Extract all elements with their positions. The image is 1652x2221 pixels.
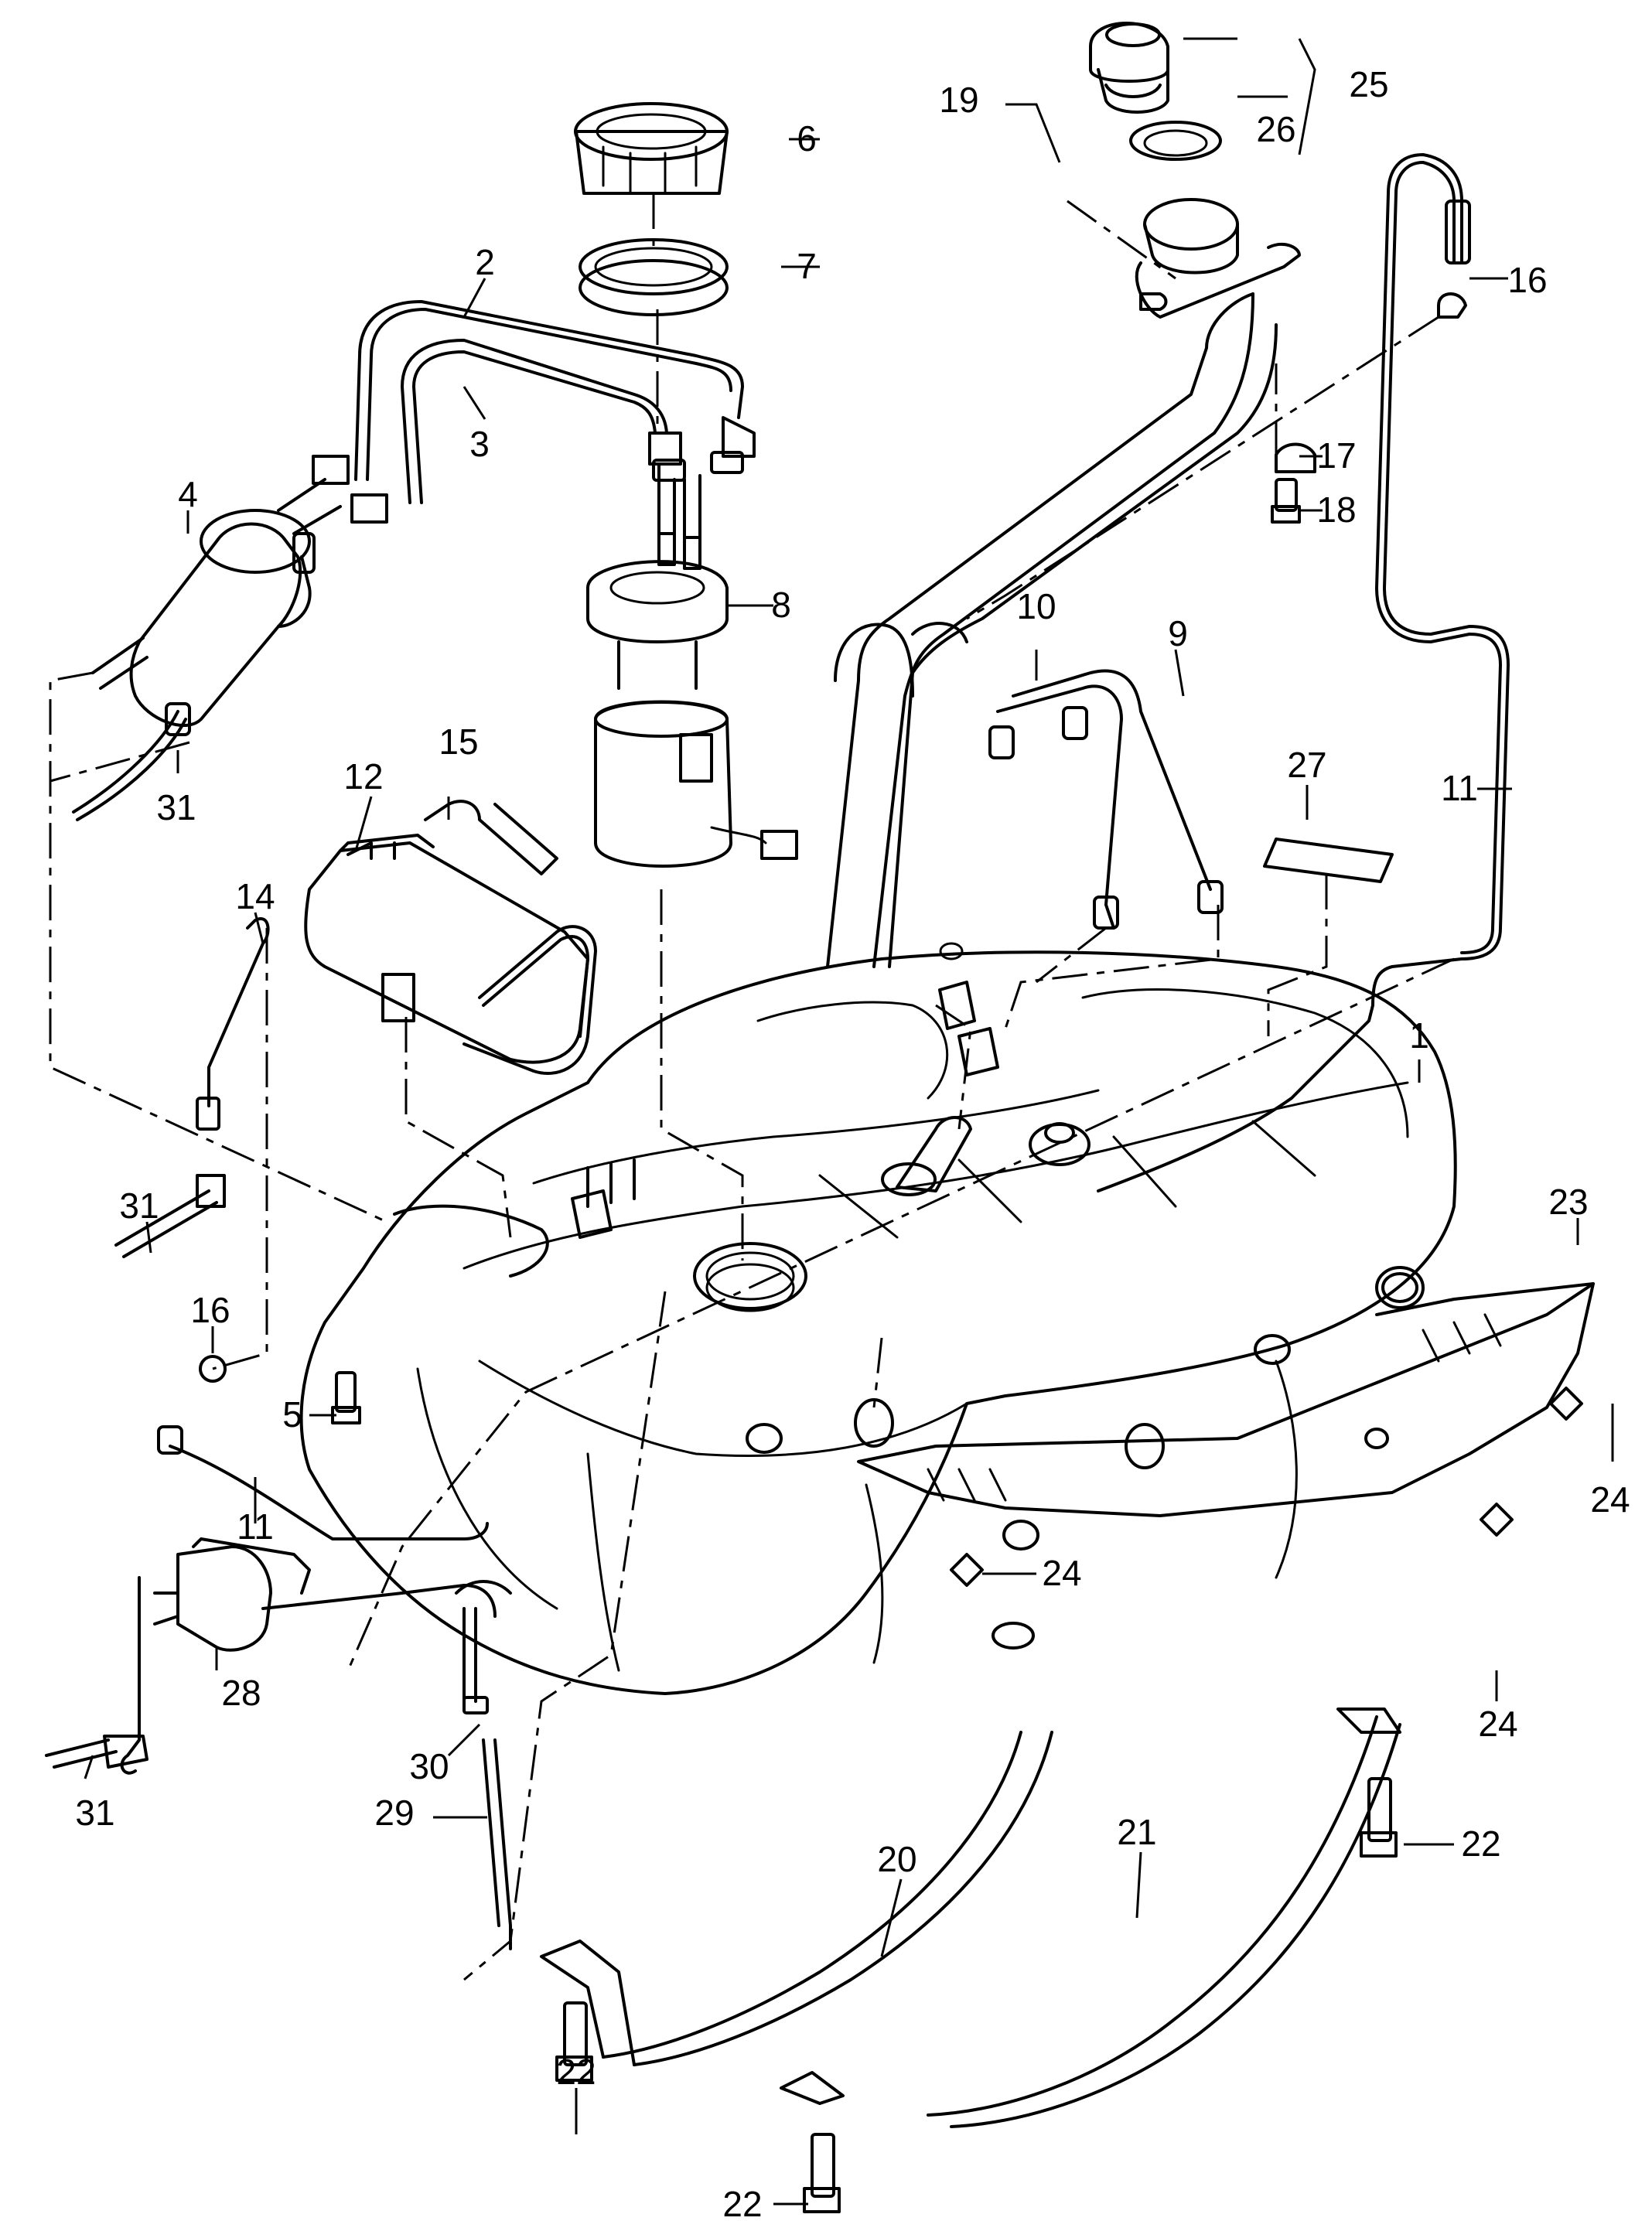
carbon-canister bbox=[304, 834, 597, 1075]
callout-22: 22 bbox=[722, 2184, 762, 2221]
callout-15: 15 bbox=[439, 722, 478, 762]
callout-7: 7 bbox=[797, 246, 817, 286]
callout-31: 31 bbox=[75, 1793, 114, 1833]
callout-4: 4 bbox=[178, 474, 198, 514]
callout-11: 11 bbox=[1441, 768, 1478, 808]
fuel-pump-module bbox=[574, 102, 798, 868]
callout-1: 1 bbox=[1409, 1015, 1429, 1056]
callout-29: 29 bbox=[374, 1793, 414, 1833]
callout-20: 20 bbox=[877, 1839, 916, 1879]
fasteners bbox=[199, 292, 1583, 2213]
filler-neck bbox=[826, 22, 1301, 968]
breather-line bbox=[1097, 153, 1510, 1192]
callout-2: 2 bbox=[475, 242, 495, 282]
callout-14: 14 bbox=[235, 876, 275, 916]
callout-25: 25 bbox=[1349, 64, 1388, 104]
callout-6: 6 bbox=[797, 118, 817, 159]
callout-16: 16 bbox=[190, 1290, 230, 1330]
heat-shield bbox=[857, 1282, 1595, 1517]
callout-12: 12 bbox=[343, 756, 383, 797]
callout-31: 31 bbox=[156, 787, 196, 827]
callout-24: 24 bbox=[1590, 1479, 1630, 1520]
callout-26: 26 bbox=[1256, 109, 1295, 149]
callout-9: 9 bbox=[1168, 613, 1188, 653]
fuel-filter bbox=[91, 478, 342, 728]
callout-22: 22 bbox=[1461, 1824, 1500, 1864]
callout-8: 8 bbox=[771, 585, 791, 625]
callout-23: 23 bbox=[1548, 1182, 1588, 1222]
callout-22: 22 bbox=[556, 2052, 596, 2092]
callout-24: 24 bbox=[1042, 1553, 1081, 1593]
callout-18: 18 bbox=[1316, 490, 1356, 530]
callout-3: 3 bbox=[469, 424, 490, 464]
small-lines bbox=[72, 702, 489, 1540]
callout-16: 16 bbox=[1507, 260, 1547, 300]
callout-28: 28 bbox=[221, 1673, 261, 1713]
fuel-tank bbox=[299, 942, 1457, 1695]
tank-straps bbox=[540, 1708, 1401, 2128]
callout-leaders bbox=[84, 37, 1614, 2206]
assembly-leader-lines bbox=[49, 193, 1455, 1981]
callout-30: 30 bbox=[409, 1746, 449, 1786]
callout-19: 19 bbox=[939, 80, 978, 120]
callout-10: 10 bbox=[1016, 586, 1056, 626]
callout-27: 27 bbox=[1287, 745, 1326, 785]
callout-21: 21 bbox=[1117, 1812, 1156, 1852]
callout-11: 11 bbox=[237, 1506, 274, 1547]
adhesive-pad bbox=[1263, 838, 1394, 883]
callout-31: 31 bbox=[119, 1186, 159, 1226]
callout-17: 17 bbox=[1316, 435, 1356, 476]
callout-5: 5 bbox=[282, 1394, 302, 1435]
callout-24: 24 bbox=[1478, 1704, 1517, 1744]
fuel-lines bbox=[312, 300, 756, 524]
